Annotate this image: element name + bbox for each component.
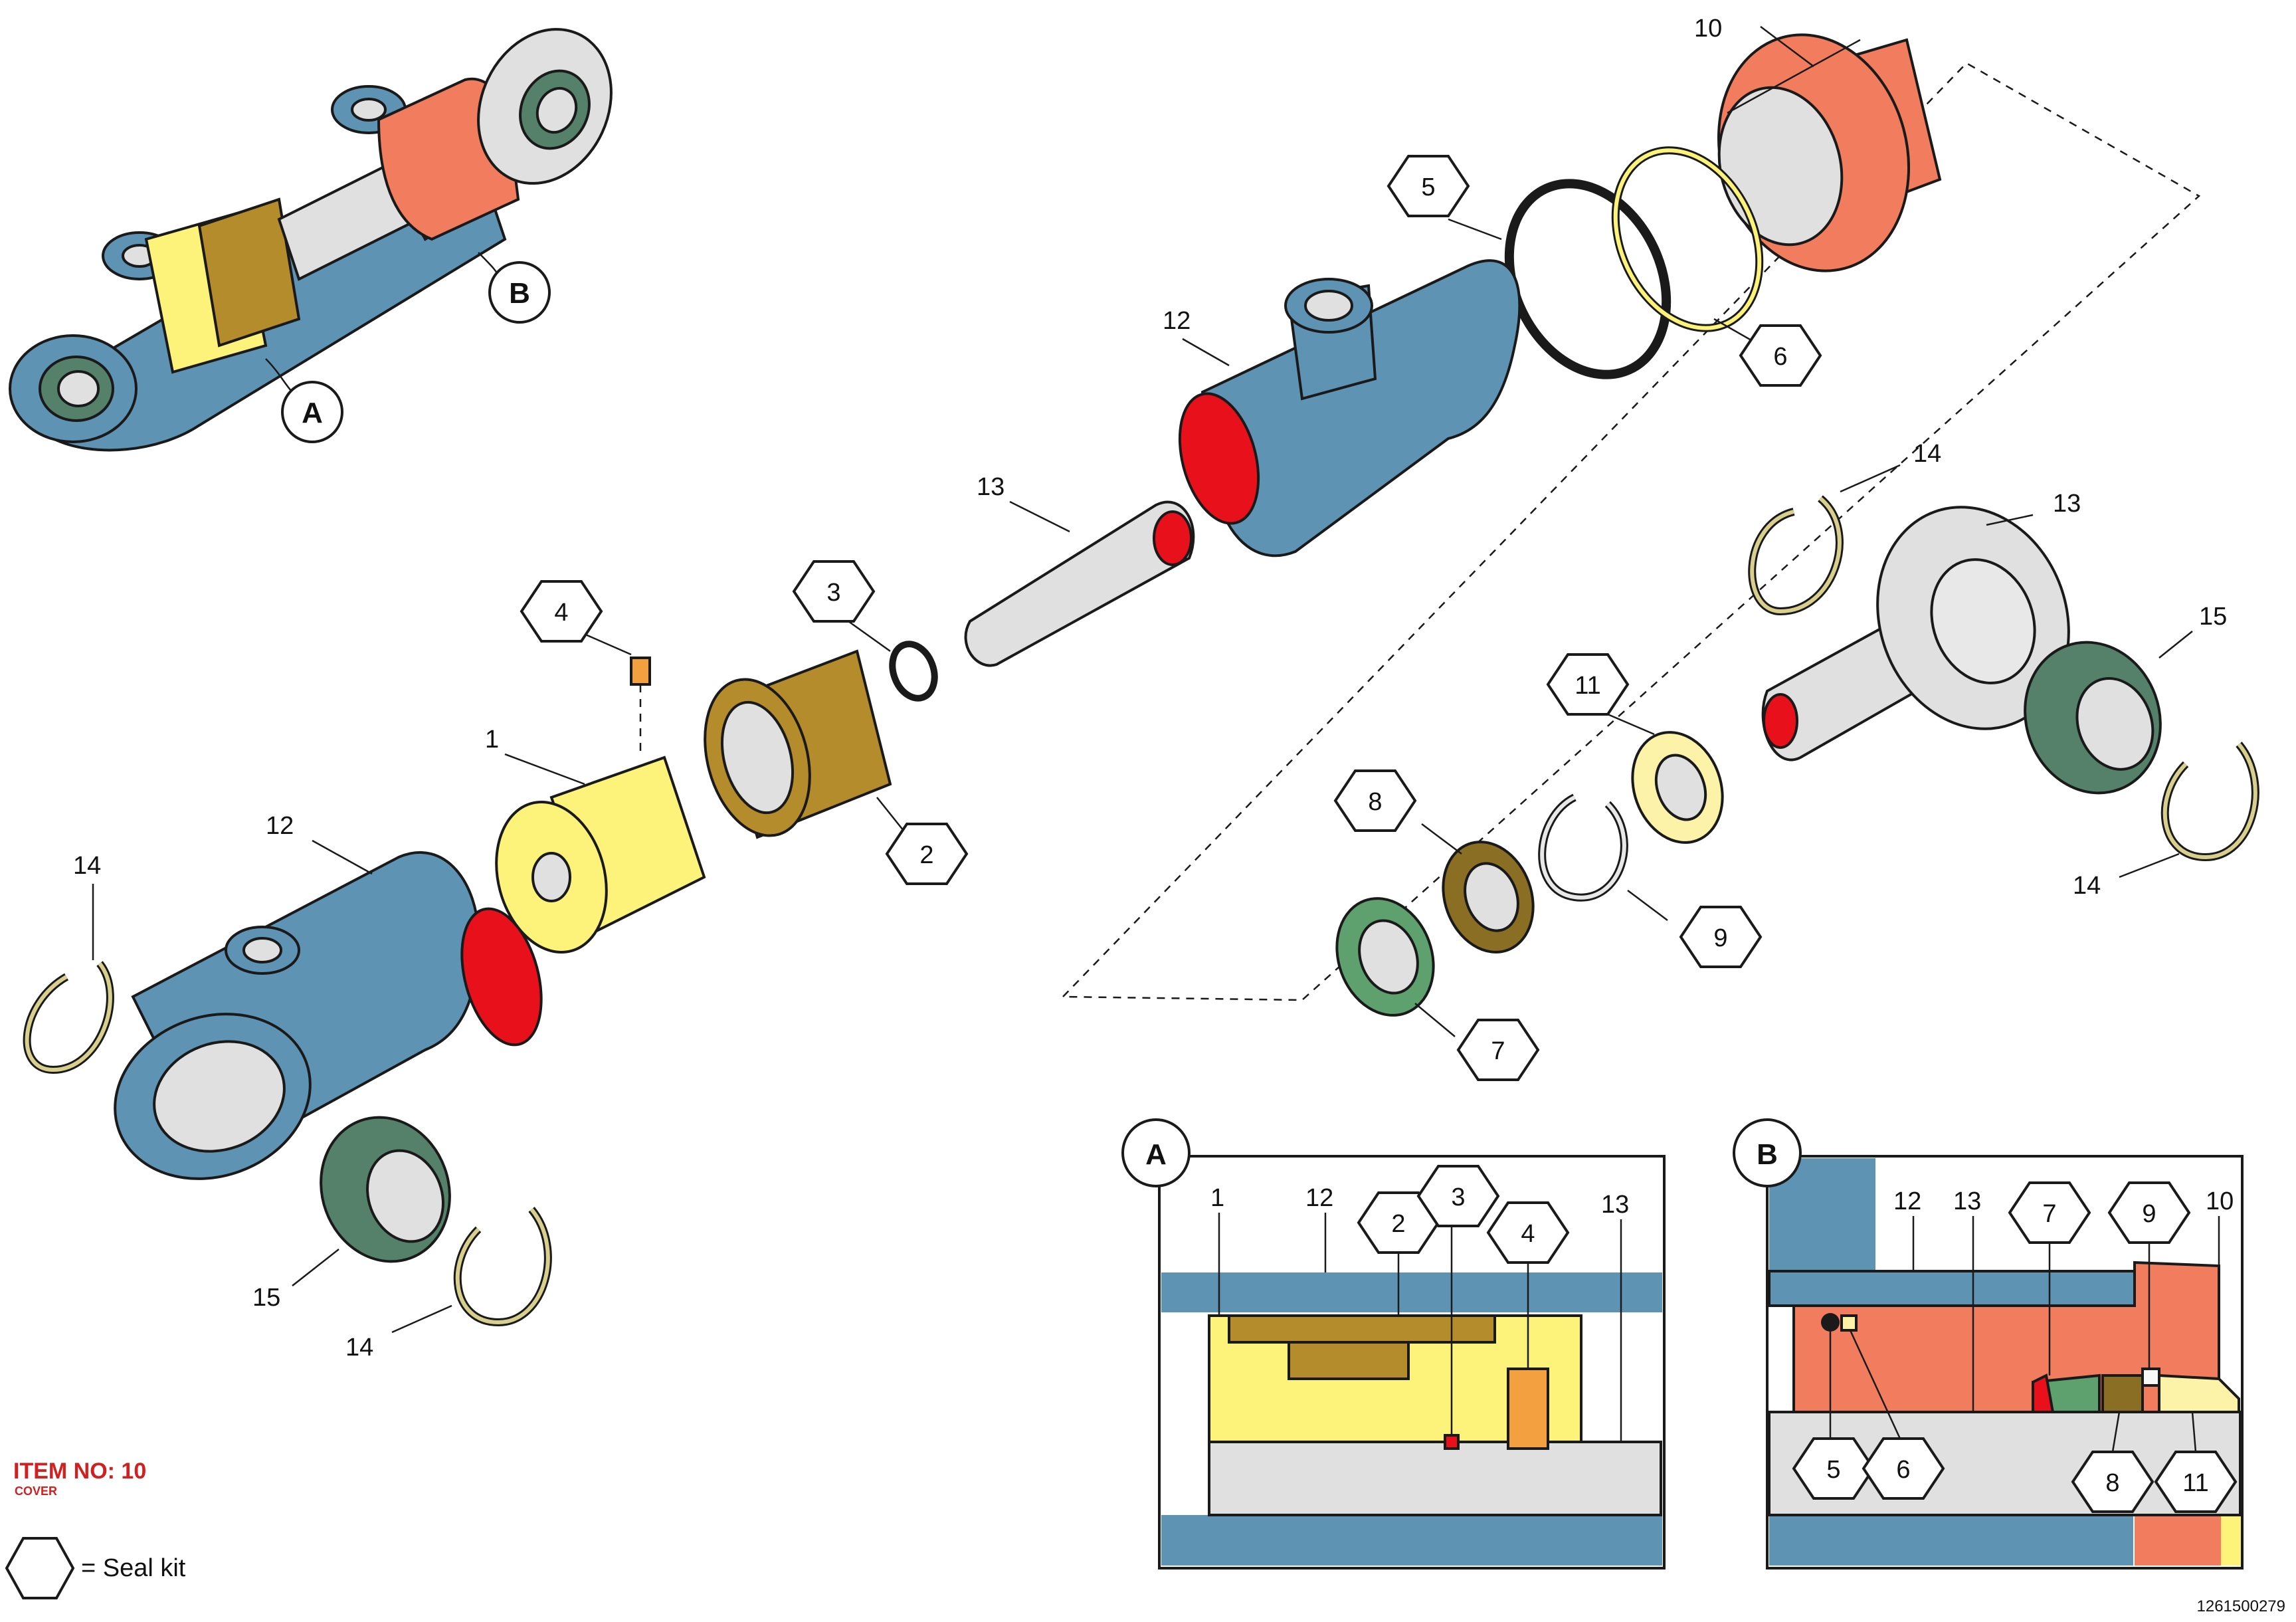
detail-b-hex-5: 5	[1826, 1456, 1840, 1484]
seal-kit-hex-icon	[5, 1537, 75, 1599]
label-15-right: 15	[2199, 603, 2227, 631]
detail-b-hex-11: 11	[2182, 1469, 2208, 1497]
detail-b-hex-8: 8	[2105, 1469, 2119, 1497]
part-13-rod-eye: 13	[1761, 490, 2081, 761]
item-number: ITEM NO: 10	[13, 1459, 146, 1484]
detail-a-label-13: 13	[1601, 1191, 1629, 1219]
part-10-cover: 10	[1694, 15, 1942, 272]
label-14-left: 14	[73, 852, 101, 880]
label-13-rod: 13	[977, 473, 1004, 501]
part-14-circlip-bottom: 14	[345, 1207, 552, 1362]
detail-b-hex-9: 9	[2142, 1200, 2156, 1228]
document-id: 1261500279	[2197, 1597, 2285, 1615]
label-12-top: 12	[1163, 307, 1191, 335]
detail-a-hex-3: 3	[1451, 1183, 1465, 1211]
part-8-wiper: 8	[1333, 769, 1535, 954]
detail-b-title: B	[1757, 1138, 1778, 1171]
part-15-bushing-right: 15	[2024, 603, 2227, 795]
hex-8: 8	[1368, 788, 1382, 816]
label-1: 1	[485, 726, 499, 754]
hex-7: 7	[1491, 1037, 1505, 1065]
detail-a: 1 12 2 3 4 13 A	[1121, 1118, 1666, 1570]
hex-5: 5	[1421, 173, 1435, 201]
part-11-ring: 11	[1546, 653, 1724, 844]
detail-b-label-12: 12	[1893, 1187, 1921, 1215]
part-1-piston: 1	[485, 726, 706, 954]
part-12-barrel-top: 12	[1163, 259, 1521, 558]
hex-11: 11	[1575, 672, 1600, 700]
part-3-oring: 3	[792, 560, 938, 702]
detail-b-hex-7: 7	[2042, 1200, 2056, 1228]
part-13-rod: 13	[964, 473, 1195, 667]
label-13-eye: 13	[2053, 490, 2081, 518]
part-12-barrel-bottom: 12	[114, 812, 543, 1180]
part-14-circlip-right-top: 14	[1748, 440, 1941, 616]
callout-a-text: A	[302, 397, 323, 429]
legend-text: = Seal kit	[81, 1554, 186, 1582]
detail-b-label-13: 13	[1953, 1187, 1981, 1215]
detail-a-hex-2: 2	[1391, 1210, 1405, 1238]
assembled-cylinder	[9, 28, 613, 452]
part-4-set-screw: 4	[520, 580, 651, 758]
item-name: COVER	[15, 1484, 57, 1498]
part-9-snap-ring: 9	[1538, 793, 1763, 968]
hex-4: 4	[554, 599, 568, 627]
label-10: 10	[1694, 15, 1722, 43]
detail-a-title: A	[1145, 1138, 1167, 1171]
assembly-callout-a: A	[265, 358, 343, 443]
part-6-backup-ring: 6	[1611, 146, 1822, 387]
detail-b-label-10: 10	[2206, 1187, 2234, 1215]
part-15-bushing-left: 15	[252, 1116, 451, 1312]
label-14-right-top: 14	[1913, 440, 1941, 468]
detail-b-hex-6: 6	[1896, 1456, 1910, 1484]
hex-9: 9	[1713, 924, 1727, 952]
detail-a-hex-4: 4	[1521, 1220, 1535, 1248]
label-15-left: 15	[252, 1284, 280, 1312]
detail-a-label-1: 1	[1210, 1184, 1224, 1212]
part-14-circlip-right-bottom: 14	[2073, 742, 2259, 900]
callout-b-text: B	[509, 277, 530, 310]
detail-a-label-12: 12	[1305, 1184, 1333, 1212]
label-14-right-bottom: 14	[2073, 872, 2101, 900]
hex-3: 3	[826, 579, 840, 607]
detail-b: 12 13 7 9 10 5 6 8 11 B	[1733, 1118, 2244, 1570]
hex-6: 6	[1773, 343, 1787, 371]
part-7-rod-seal: 7	[1335, 897, 1540, 1081]
part-2-piston-seal: 2	[704, 649, 969, 885]
part-14-circlip-left: 14	[23, 852, 114, 1074]
rod-subassembly-frame	[1061, 62, 2201, 1001]
hex-2: 2	[919, 841, 933, 869]
part-5-oring: 5	[1387, 155, 1672, 379]
label-14-left-bottom: 14	[345, 1334, 373, 1362]
assembly-callout-b: B	[478, 252, 551, 324]
label-12-barrel: 12	[266, 812, 294, 840]
